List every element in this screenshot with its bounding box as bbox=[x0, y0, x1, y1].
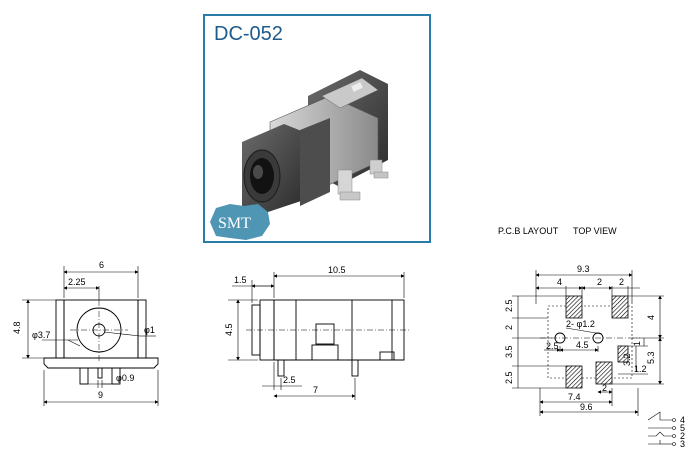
dim-side-flange: 1.5 bbox=[234, 275, 247, 285]
dim-pcb-right-53: 5.3 bbox=[646, 351, 656, 364]
smt-badge: SMT bbox=[210, 204, 270, 240]
dim-side-length: 10.5 bbox=[328, 265, 346, 275]
dim-pcb-top-width: 9.3 bbox=[577, 264, 590, 274]
dim-pcb-left-b: 3.5 bbox=[504, 345, 514, 358]
schematic-pin-4: 4 bbox=[680, 415, 685, 425]
pad-1 bbox=[565, 295, 583, 319]
schematic-pin-3: 3 bbox=[680, 439, 685, 449]
dim-pcb-right-4: 4 bbox=[646, 315, 656, 320]
dim-pcb-left-a: 2 bbox=[504, 325, 514, 330]
svg-text:SMT: SMT bbox=[218, 215, 251, 232]
connector-photo bbox=[242, 70, 389, 214]
dim-front-inner-width: 2.25 bbox=[68, 277, 86, 287]
dim-side-pin-span: 7 bbox=[313, 385, 318, 395]
pad-2 bbox=[611, 295, 629, 319]
top-view-label: TOP VIEW bbox=[573, 226, 617, 236]
pcb-layout: 9.3 4 2 2 2.5 2 3.5 2.5 2- φ1.2 2.5 4.5 bbox=[504, 264, 664, 416]
side-view: 10.5 1.5 4.5 2.5 7 bbox=[224, 265, 410, 400]
dim-front-pin: φ0.9 bbox=[116, 373, 134, 383]
dim-pcb-pad-b: 2 bbox=[597, 277, 602, 287]
dim-side-pin-offset: 2.5 bbox=[283, 375, 296, 385]
pad-3 bbox=[565, 365, 583, 389]
dim-pcb-pad-c: 2 bbox=[619, 277, 624, 287]
front-view: 6 2.25 4.8 φ3.7 φ1 φ0.9 9 bbox=[12, 260, 159, 406]
schematic-pin-2: 2 bbox=[680, 431, 685, 441]
dim-pcb-bottom-74: 7.4 bbox=[568, 392, 581, 402]
pin-schematic: 4 5 2 3 bbox=[647, 411, 685, 449]
dim-pcb-hole-gap: 4.5 bbox=[576, 340, 589, 350]
pad-5 bbox=[617, 345, 629, 363]
dim-side-height: 4.5 bbox=[224, 323, 234, 336]
schematic-pin-5: 5 bbox=[680, 423, 685, 433]
dim-front-height: 4.8 bbox=[12, 321, 22, 334]
dim-front-bore: φ3.7 bbox=[32, 330, 50, 340]
pad-4 bbox=[595, 361, 613, 385]
dim-front-base-width: 9 bbox=[98, 390, 103, 400]
product-panel: DC-052 SMT bbox=[203, 14, 431, 243]
dim-pcb-pad-a: 4 bbox=[557, 277, 562, 287]
dim-pcb-right-12: 1.2 bbox=[634, 364, 647, 374]
dim-front-pin-hole: φ1 bbox=[144, 325, 155, 335]
dim-pcb-hole-offset: 2.5 bbox=[546, 341, 559, 351]
model-title: DC-052 bbox=[214, 23, 283, 45]
dim-pcb-bottom-2: 2 bbox=[602, 383, 607, 393]
dim-pcb-bottom-96: 9.6 bbox=[580, 402, 593, 412]
dim-pcb-left-c: 2.5 bbox=[504, 371, 514, 384]
dim-pcb-left-top: 2.5 bbox=[504, 299, 514, 312]
dim-front-top-width: 6 bbox=[99, 260, 104, 270]
pcb-layout-label: P.C.B LAYOUT bbox=[498, 226, 559, 236]
dim-pcb-right-1: 1 bbox=[632, 341, 642, 346]
dim-pcb-right-32: 3.2 bbox=[622, 353, 632, 366]
dim-pcb-holes: 2- φ1.2 bbox=[566, 319, 595, 329]
